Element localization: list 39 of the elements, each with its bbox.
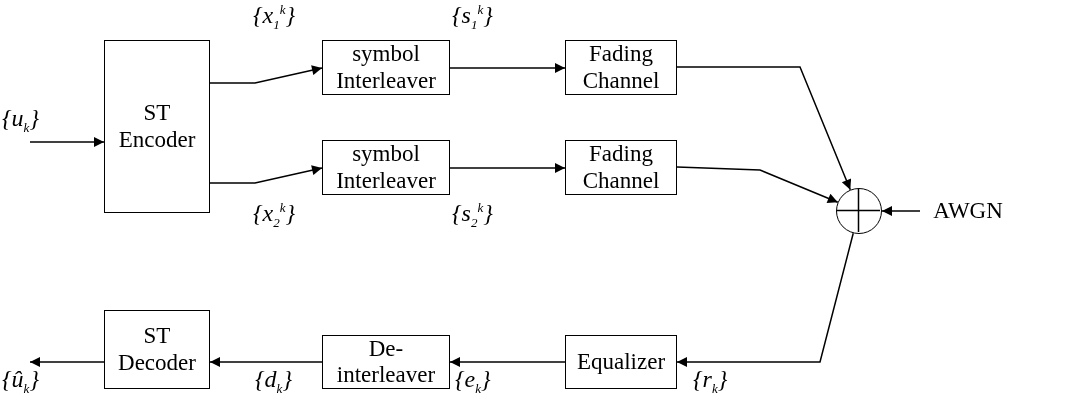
arrow — [209, 65, 323, 84]
block-box — [565, 335, 677, 389]
block-label: De- interleaver — [335, 335, 437, 389]
edge-label: {x$_{1}$$^{k}$} — [253, 2, 296, 33]
arrow — [676, 232, 854, 367]
arrow — [881, 206, 921, 216]
arrow — [449, 163, 566, 173]
block-label: ST Encoder — [117, 100, 197, 153]
block-label: symbol Interleaver — [335, 141, 437, 194]
arrow — [676, 66, 852, 191]
edge-label: {d$_{k}$} — [255, 366, 292, 397]
edge-label: {u$_{k}$} — [2, 105, 39, 136]
arrow — [209, 357, 323, 367]
block-box — [322, 140, 450, 195]
block-label: ST Decoder — [117, 323, 197, 376]
arrow — [29, 357, 105, 367]
block-label: Fading Channel — [581, 41, 661, 94]
block-label: Fading Channel — [581, 141, 661, 194]
edge-label: {û$_{k}$} — [2, 366, 39, 397]
arrow — [449, 63, 566, 73]
block-label: Equalizer — [576, 348, 666, 376]
block-box — [565, 140, 677, 195]
arrow — [449, 357, 566, 367]
edge-label: {e$_{k}$} — [455, 366, 491, 397]
edge-label: {s$_{2}$$^{k}$} — [452, 200, 493, 231]
block-box — [104, 40, 210, 213]
block-box — [322, 335, 450, 389]
edge-label: {s$_{1}$$^{k}$} — [452, 2, 493, 33]
block-box — [565, 40, 677, 95]
block-box — [322, 40, 450, 95]
arrow — [676, 166, 839, 203]
block-box — [104, 310, 210, 389]
edge-label: {r$_{k}$} — [693, 366, 728, 397]
adder-circle — [836, 188, 882, 234]
arrow — [209, 165, 323, 184]
signal-label: AWGN — [933, 197, 1003, 225]
block-label: symbol Interleaver — [335, 41, 437, 94]
arrow — [29, 137, 105, 147]
edge-label: {x$_{2}$$^{k}$} — [253, 200, 296, 231]
